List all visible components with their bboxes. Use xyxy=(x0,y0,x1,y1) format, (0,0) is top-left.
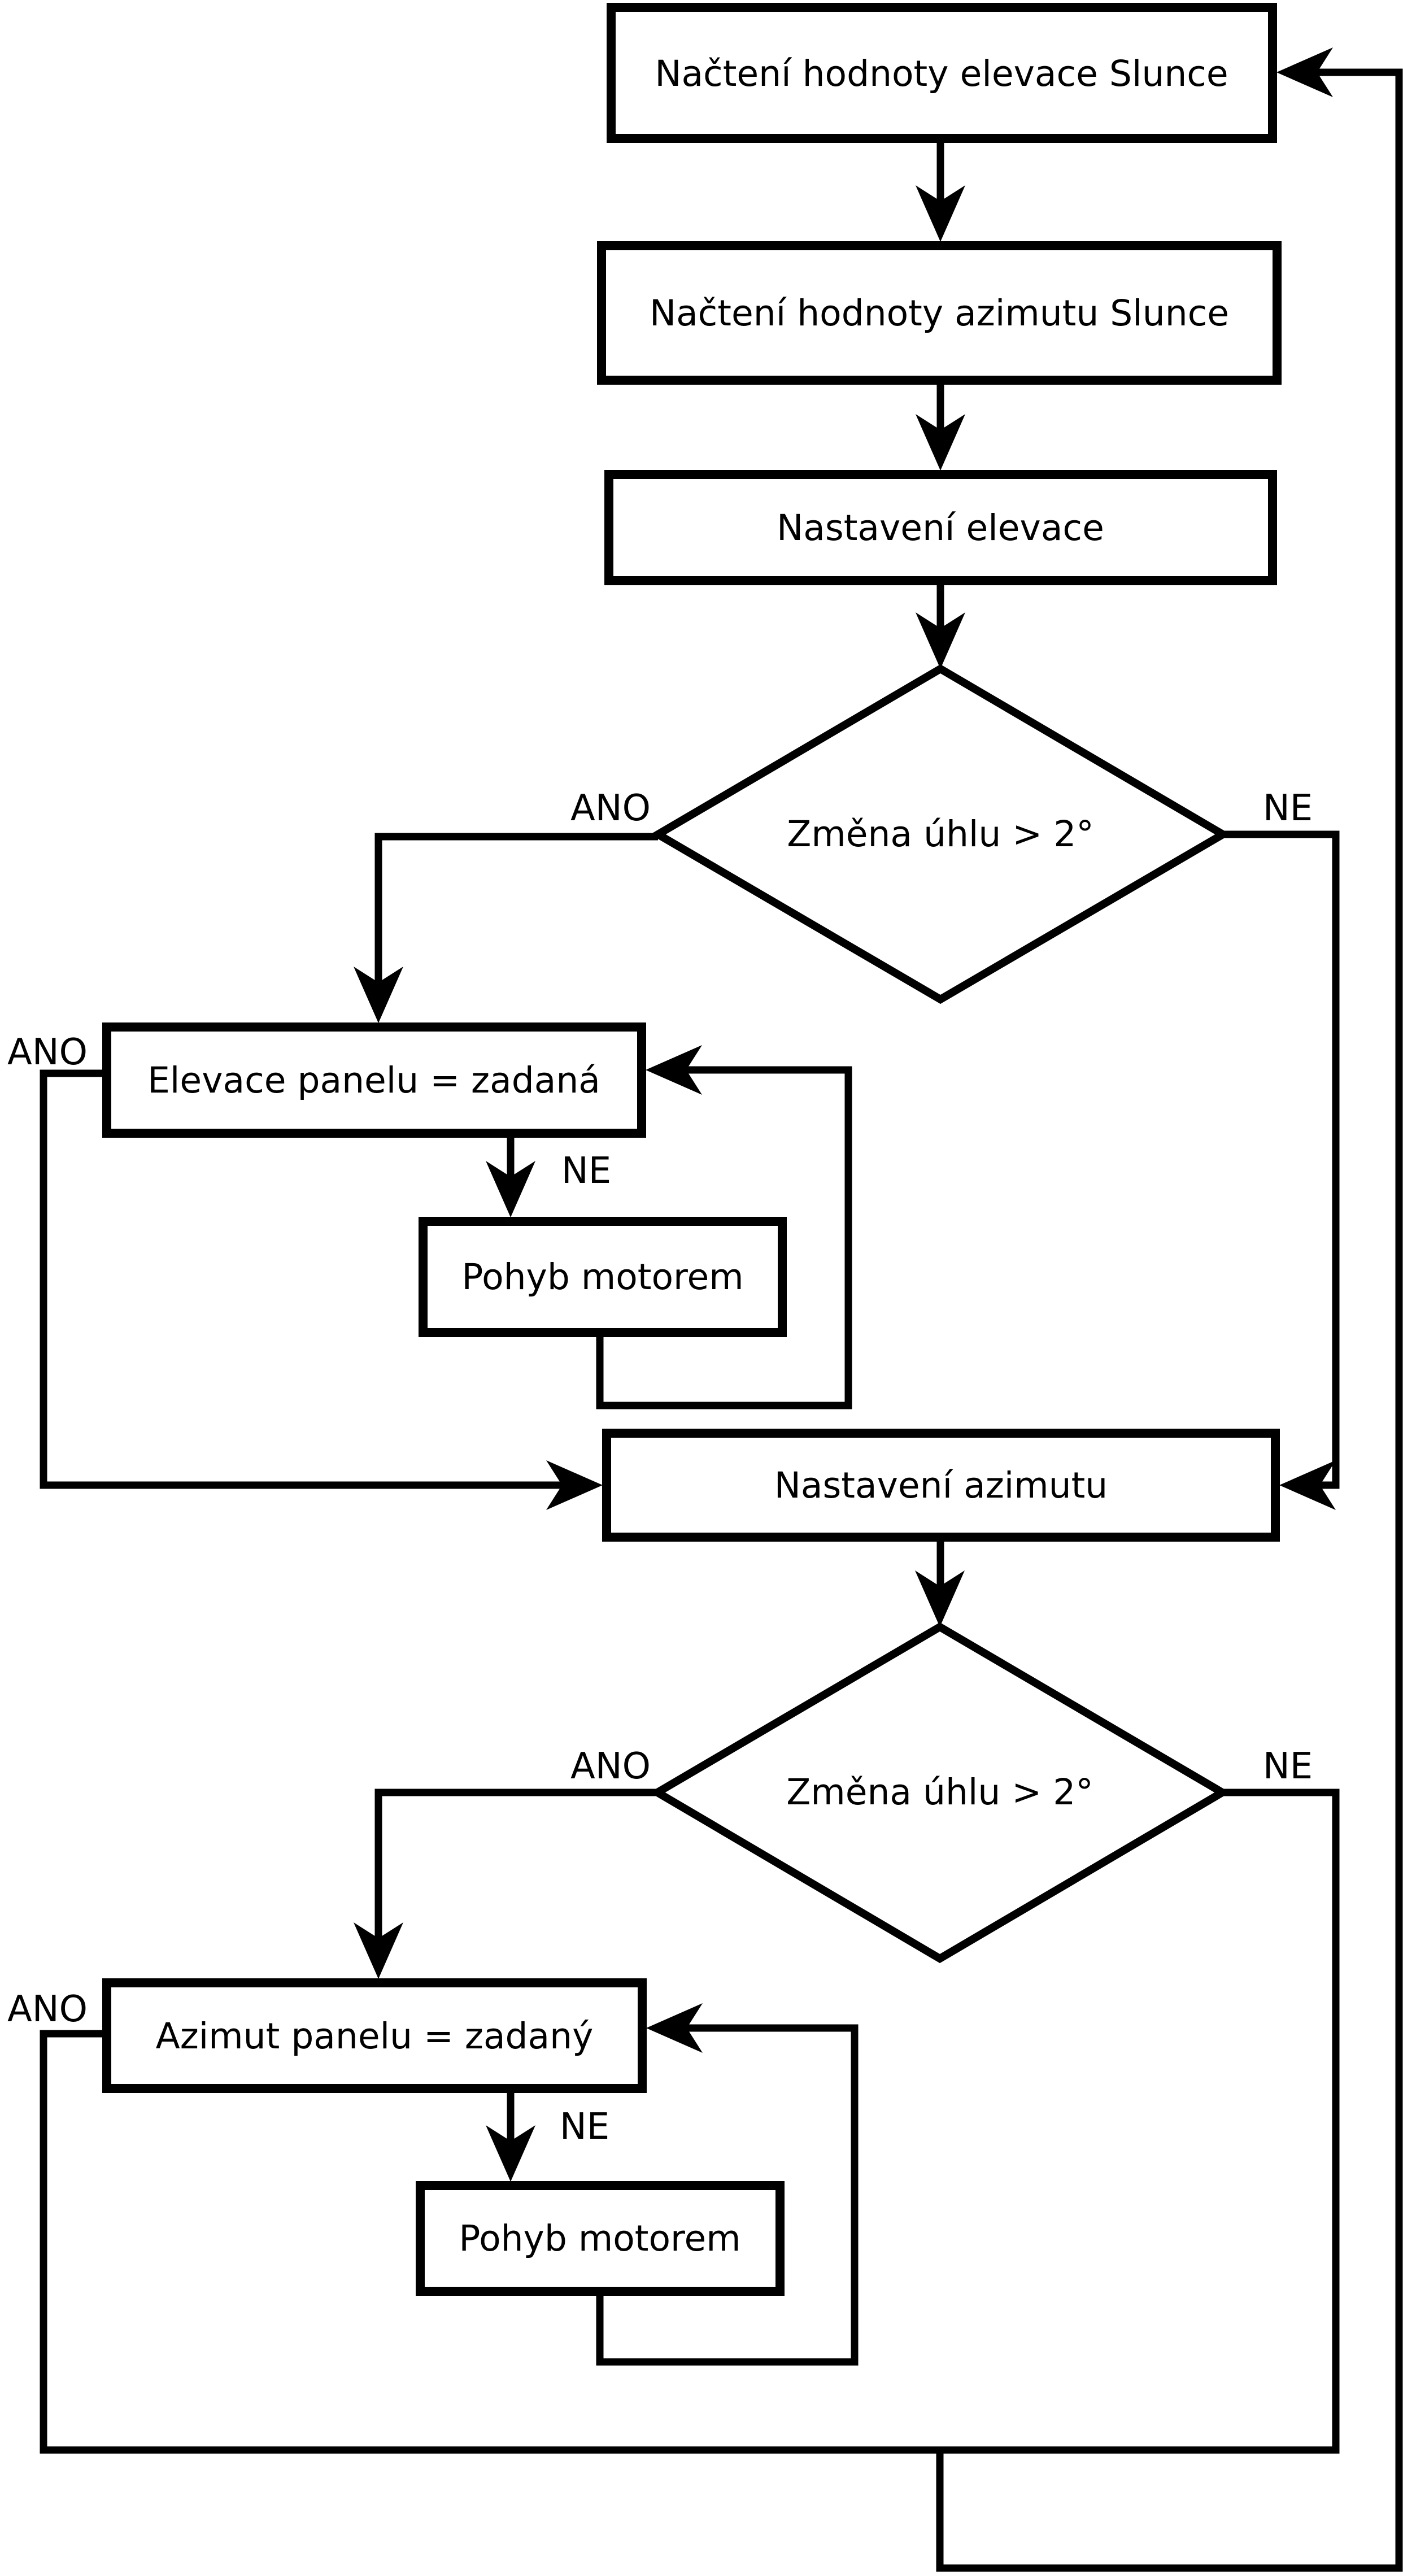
node-set-azimuth-label: Nastavení azimutu xyxy=(774,1465,1108,1506)
arrowhead-into-elevation-equal-right xyxy=(646,1045,702,1095)
label-elevation-check-yes: ANO xyxy=(570,787,651,829)
edge-elevation-equal-yes xyxy=(40,1069,565,1489)
label-elevation-equal-yes: ANO xyxy=(7,1032,88,1073)
label-elevation-check-no: NE xyxy=(1263,787,1313,829)
arrowhead-into-set-azimuth-right xyxy=(1279,1460,1336,1510)
arrowhead-into-set-azimuth-left xyxy=(546,1460,603,1510)
node-set-azimuth-box xyxy=(602,1429,1280,1542)
node-elevation-motor-box xyxy=(419,1217,787,1337)
node-set-elevation-box xyxy=(604,470,1277,585)
edge-elevation-check-no xyxy=(1223,830,1340,1489)
node-elevation-equal-label: Elevace panelu = zadaná xyxy=(147,1060,600,1101)
node-elevation-equal-box xyxy=(102,1022,646,1138)
node-azimuth-motor-box xyxy=(416,2181,785,2296)
label-azimuth-check-yes: ANO xyxy=(570,1746,651,1787)
arrowhead-into-load-elevation xyxy=(1276,47,1333,97)
decision-elevation-diamond xyxy=(650,664,1231,1004)
label-azimuth-equal-no: NE xyxy=(560,2106,609,2148)
edge-azimuth-equal-yes xyxy=(40,2030,107,2454)
node-load-elevation-label: Načtení hodnoty elevace Slunce xyxy=(655,53,1228,94)
node-elevation-motor-label: Pohyb motorem xyxy=(461,1256,743,1298)
node-azimuth-equal-label: Azimut panelu = zadaný xyxy=(156,2016,594,2057)
edge-azimuth-motor-loop xyxy=(596,2024,859,2366)
arrowhead-into-elevation-equal xyxy=(354,967,403,1023)
arrowhead-into-elevation-check xyxy=(916,612,965,669)
edge-elevation-motor-loop xyxy=(596,1066,852,1409)
arrowhead-into-set-elevation xyxy=(916,414,965,471)
arrowhead-into-azimuth-check xyxy=(915,1570,965,1627)
decision-azimuth-label: Změna úhlu > 2° xyxy=(786,1772,1093,1813)
edge-elevation-check-yes xyxy=(374,833,658,986)
node-load-azimuth-label: Načtení hodnoty azimutu Slunce xyxy=(650,293,1229,334)
node-azimuth-motor-label: Pohyb motorem xyxy=(459,2218,740,2259)
arrowhead-into-elevation-motor xyxy=(486,1161,535,1217)
decision-azimuth-diamond xyxy=(650,1622,1230,1964)
arrowhead-into-azimuth-equal xyxy=(354,1922,403,1979)
label-azimuth-check-no: NE xyxy=(1263,1746,1313,1787)
arrowhead-into-load-azimuth xyxy=(916,185,965,242)
label-elevation-equal-no: NE xyxy=(561,1150,611,1192)
node-azimuth-equal-box xyxy=(102,1978,647,2093)
arrowhead-into-azimuth-equal-right xyxy=(646,2003,703,2053)
label-azimuth-equal-yes: ANO xyxy=(7,1988,88,2030)
edge-azimuth-check-yes xyxy=(374,1789,657,1942)
node-set-elevation-label: Nastavení elevace xyxy=(777,507,1104,549)
arrowhead-into-azimuth-motor xyxy=(486,2125,535,2182)
decision-elevation-label: Změna úhlu > 2° xyxy=(787,813,1094,855)
node-load-azimuth-box xyxy=(597,241,1282,385)
node-load-elevation-box xyxy=(607,3,1277,143)
edge-azimuth-check-no xyxy=(1218,1789,1340,2454)
edge-return-loop xyxy=(936,68,1403,2572)
